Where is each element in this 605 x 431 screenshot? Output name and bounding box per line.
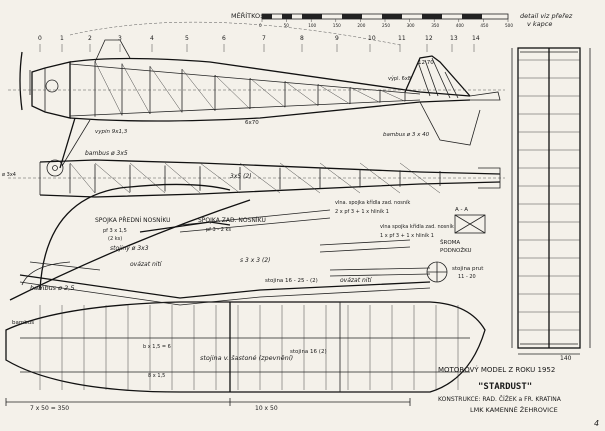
scale-tick-label: 500 — [505, 23, 513, 28]
label-spojka-zad: SPOJKA ZAD. NOSNÍKU — [198, 217, 266, 224]
station-label: 5 — [185, 35, 189, 42]
dim-centre: 10 x 50 — [255, 405, 278, 412]
sheet-number: 4 — [594, 419, 599, 428]
station-label: 4 — [150, 35, 154, 42]
scale-tick-label: 300 — [407, 23, 415, 28]
model-name: "STARDUST" — [478, 382, 532, 392]
scale-bar: MĚŘÍTKO: 0 50 100 150 200 250 300 350 400 450 500 — [231, 11, 513, 28]
label-11-20: 11 - 20 — [458, 274, 476, 280]
annotations: detail viz přeřez v kapce výpl. 6x8 12 7… — [2, 12, 573, 412]
scale-tick-label: 100 — [308, 23, 316, 28]
dim-left: 7 x 50 = 350 — [30, 405, 69, 412]
label-2ks: (2 ks) — [108, 236, 122, 242]
station-label: 0 — [38, 35, 42, 42]
station-label: 14 — [472, 35, 480, 42]
wing-outline-curve — [39, 183, 231, 291]
station-label: 6 — [222, 35, 226, 42]
scale-tick-label: 400 — [456, 23, 464, 28]
station-label: 13 — [450, 35, 458, 42]
detail-label-2: v kapce — [527, 20, 552, 28]
label-rudder-dims: 12 70 — [418, 60, 434, 66]
detail-label: detail viz přeřez — [520, 12, 573, 20]
label-pf: pf 3 x 1,5 — [103, 228, 127, 234]
label-bambus-3x5: bambus ø 3x5 — [85, 150, 128, 157]
label-spojka-predni: SPOJKA PŘEDNÍ NOSNÍKU — [95, 216, 171, 224]
station-label: 1 — [60, 35, 64, 42]
station-label: 10 — [368, 35, 376, 42]
scale-tick-label: 0 — [259, 23, 262, 28]
label-vlna1: vlna. spojka křídla zad. nosník — [335, 199, 410, 206]
label-bambus-3x40: bambus ø 3 x 40 — [383, 132, 430, 138]
label-stojiny: stojiny ø 3x3 — [110, 245, 149, 252]
fuselage-top-view — [39, 159, 501, 198]
label-s3x3: s 3 x 3 (2) — [240, 257, 270, 264]
scale-tick-label: 200 — [357, 23, 365, 28]
label-vlna2: 2 x pf 3 + 1 x hliník 1 — [335, 208, 389, 215]
label-vypl: výpl. 6x8 — [388, 75, 411, 82]
dim-tail: 140 — [560, 355, 572, 362]
title-block: MOTOROVÝ MODEL Z ROKU 1952 "STARDUST" KO… — [438, 365, 562, 414]
scale-tick-label: 350 — [431, 23, 439, 28]
label-ovazat: ovázat nití — [130, 261, 163, 268]
station-label: 8 — [300, 35, 304, 42]
title-line-1: MOTOROVÝ MODEL Z ROKU 1952 — [438, 365, 555, 374]
station-label: 7 — [262, 35, 266, 42]
station-label: 12 — [425, 35, 433, 42]
label-vypin: vypin 9x1,3 — [95, 129, 128, 135]
title-club: LMK KAMENNÉ ŽEHROVICE — [470, 405, 558, 414]
label-b1: b x 1,5 = 6 — [143, 344, 171, 350]
label-vlna3: vlna spojka křídla zad. nosník — [380, 223, 454, 230]
station-label: 2 — [88, 35, 92, 42]
label-podnozku: PODNOŽKU — [440, 246, 472, 254]
label-6-70: 6x70 — [245, 120, 259, 126]
tailplane-plan — [511, 47, 591, 349]
wing-plan — [5, 274, 486, 393]
scale-tick-label: 50 — [284, 23, 290, 28]
label-section-aa: A - A — [455, 207, 468, 213]
scale-title: MĚŘÍTKO: — [231, 11, 262, 20]
label-stojina: stojina prut — [452, 266, 484, 272]
station-label: 9 — [335, 35, 339, 42]
station-label: 11 — [398, 35, 406, 42]
label-vlna4: 1 x pf 3 + 1 x hliník 1 — [380, 232, 434, 239]
label-ovazat2: ovázat nití — [340, 277, 373, 284]
label-stojina-16: stojina 16 - 25 - (2) — [265, 278, 318, 284]
scale-tick-label: 250 — [382, 23, 390, 28]
label-datum: ø 3x4 — [2, 172, 16, 178]
label-stojina-wing: stojina 16 (2) — [290, 349, 327, 355]
label-pf2: pf 3 - 2 ks — [206, 227, 231, 233]
label-b2: 8 x 1,5 — [148, 373, 165, 379]
label-sroma: ŠROMA — [440, 239, 460, 246]
label-zapusteni: stojina v. šastoné (zpevnění) — [200, 354, 293, 362]
label-3x5-top: 3x5 (2) — [230, 173, 252, 180]
scale-tick-label: 150 — [333, 23, 341, 28]
label-bambus-strut: bambus ø 2,5 — [30, 284, 75, 292]
station-label: 3 — [118, 35, 122, 42]
fuselage-side-view — [19, 21, 501, 177]
scale-tick-label: 450 — [480, 23, 488, 28]
label-bambus-wing: bambus — [12, 320, 34, 326]
title-designers: KONSTRUKCE: RAD. ČÍŽEK a FR. KRATINA — [438, 395, 562, 403]
